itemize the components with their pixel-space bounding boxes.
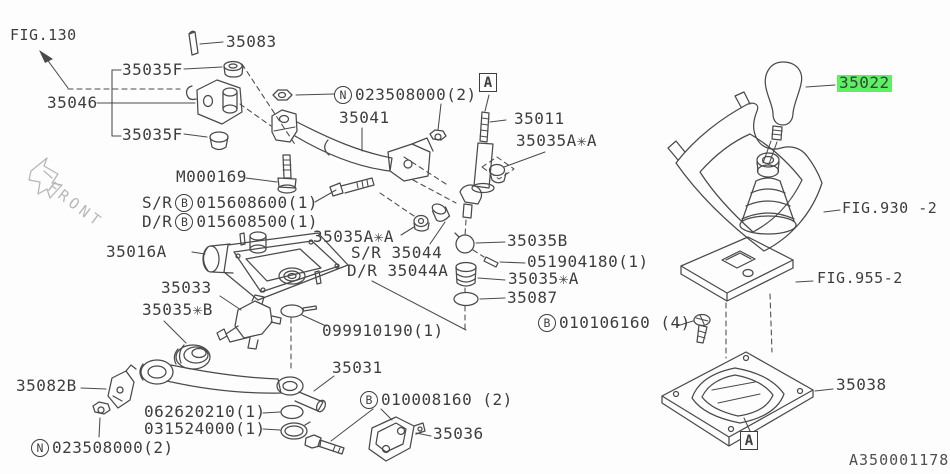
part-label-35046: 35046 [47,93,98,112]
part-label-35041: 35041 [339,108,390,127]
part-35087-oring [453,291,506,307]
part-label-35035a: 35035✳A [508,269,579,288]
part-062620210-washer [262,404,304,420]
part-35083-pin [188,30,297,147]
part-35044-bushing [371,203,467,331]
view-marker-a-top: A [479,73,497,92]
circle-b-icon: B [360,391,378,409]
part-label-023508000-lower: N 023508000(2) [31,439,174,457]
part-label-010106160: B 010106160 (4) [538,314,691,332]
part-label-35016a: 35016A [106,242,167,261]
part-35033-lever [216,294,282,350]
part-label-35035aa-right: 35035A✳A [516,131,598,150]
part-label-m000169: M000169 [176,167,247,186]
part-35022-knob [762,61,836,165]
circle-b-icon: B [175,194,194,212]
part-35035b-grommet [163,320,211,370]
part-label-010008160: B 010008160 (2) [360,391,513,409]
part-35035a-bushing [455,261,506,331]
part-label-051904180: 051904180(1) [527,252,649,271]
part-label-dr-35044a: D/R 35044A [347,261,449,280]
part-35038-plate [661,351,834,447]
part-m000169-bolt [245,154,297,194]
part-35035aa-bushings [400,151,546,236]
part-label-35087: 35087 [507,288,558,307]
fig930-console-frame [667,91,841,252]
part-label-35082b: 35082B [16,376,77,395]
part-label-35038: 35038 [836,375,887,394]
view-marker-a-bottom: A [740,431,758,450]
part-35082b-plate [80,364,137,438]
part-label-35011: 35011 [514,109,565,128]
part-35035b-ball [454,232,506,258]
fig955-reference-label: FIG.955-2 [817,269,903,287]
part-label-35035f-lower: 35035F [122,125,183,144]
part-label-35035b-star: 35035✳B [142,300,213,319]
part-label-35035b: 35035B [507,231,568,250]
part-031524000-snapring [262,421,311,440]
part-label-062620210: 062620210(1) [144,402,266,421]
front-arrow-icon [28,157,63,199]
part-label-023508000-upper: N 023508000(2) [334,86,477,104]
part-35031-arm [139,359,335,413]
part-label-35031: 35031 [332,358,383,377]
part-label-35033: 35033 [161,278,212,297]
part-label-099910190: 099910190(1) [322,321,444,340]
circle-b-icon: B [175,213,194,231]
part-label-35083: 35083 [226,32,277,51]
part-label-015608500: D/R B 015608500(1) [142,211,318,231]
part-label-sr-35044: S/R 35044 [351,243,443,262]
highlight-badge[interactable]: 35022 [837,73,892,92]
part-label-35022-highlighted[interactable]: 35022 [837,73,892,92]
part-label-015608600: S/R B 015608600(1) [142,192,318,212]
part-35046-bracket [96,60,244,151]
circle-n-icon: N [31,439,49,457]
part-35041-rod [239,89,457,217]
part-label-35035f-upper: 35035F [122,60,183,79]
fig130-leader [39,50,181,90]
part-35011-lever [459,94,507,237]
part-35036-bracket [304,408,432,462]
part-label-35035aa-left: 35035A✳A [313,227,395,246]
circle-n-icon: N [334,86,352,104]
part-label-031524000: 031524000(1) [144,419,266,438]
fig955-plate [680,236,814,359]
drawing-number: A350001178 [849,451,950,469]
part-099910190-seal [280,304,327,372]
part-051904180-pin [483,256,526,268]
part-35016a-tray [191,231,349,301]
part-010106160-screw [676,313,711,344]
fig930-reference-label: FIG.930 -2 [842,199,938,217]
fig130-reference-label: FIG.130 [10,26,77,44]
circle-b-icon: B [538,314,556,332]
part-label-35036: 35036 [433,424,484,443]
